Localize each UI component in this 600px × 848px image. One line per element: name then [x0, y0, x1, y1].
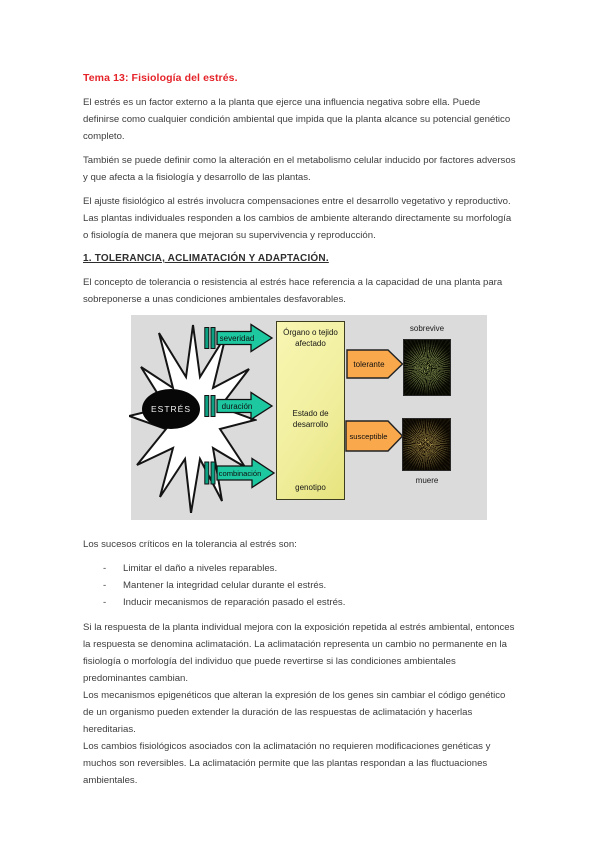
outcome-arrow-tolerante: tolerante: [346, 349, 404, 379]
plant-image-dies: [402, 418, 451, 471]
factor-arrow-duracion: duración: [204, 391, 274, 421]
paragraph: El ajuste fisiológico al estrés involucr…: [83, 196, 512, 241]
plant-state-box: Órgano o tejido afectado Estado de desar…: [276, 321, 345, 500]
list-item: - Limitar el daño a niveles reparables.: [83, 560, 518, 577]
starburst-icon: ESTRÉS: [129, 324, 257, 513]
box-label-stage: Estado de desarrollo: [292, 409, 329, 429]
outcome-arrow-label: tolerante: [353, 360, 385, 369]
list-intro: Los sucesos críticos en la tolerancia al…: [83, 539, 297, 550]
paragraph: Los mecanismos epigenéticos que alteran …: [83, 690, 506, 735]
section-heading: 1. TOLERANCIA, ACLIMATACIÓN Y ADAPTACIÓN…: [83, 253, 329, 264]
stress-figure: ESTRÉS severidad duración combinación: [129, 315, 487, 520]
list-item-text: Mantener la integridad celular durante e…: [123, 580, 327, 591]
paragraph: También se puede definir como la alterac…: [83, 155, 516, 183]
box-label-genotype: genotipo: [295, 483, 326, 492]
paragraph: El estrés es un factor externo a la plan…: [83, 97, 511, 142]
factor-arrow-severidad: severidad: [204, 323, 274, 353]
list-item-text: Inducir mecanismos de reparación pasado …: [123, 597, 346, 608]
paragraph: El concepto de tolerancia o resistencia …: [83, 277, 503, 305]
outcome-label-muere: muere: [415, 476, 439, 485]
box-label-organ: Órgano o tejido afectado: [283, 328, 338, 348]
page-content: Tema 13: Fisiología del estrés. El estré…: [83, 66, 518, 789]
list-item-text: Limitar el daño a niveles reparables.: [123, 563, 278, 574]
list-item: - Mantener la integridad celular durante…: [83, 577, 518, 594]
page-title: Tema 13: Fisiología del estrés.: [83, 72, 238, 84]
factor-arrow-label: combinación: [219, 469, 262, 478]
bullet-dash: -: [103, 563, 107, 574]
list-item: - Inducir mecanismos de reparación pasad…: [83, 594, 518, 611]
factor-arrow-label: severidad: [220, 334, 255, 343]
plant-image-survives: [403, 339, 451, 396]
paragraph: Los cambios fisiológicos asociados con l…: [83, 741, 491, 786]
factor-arrow-combinacion: combinación: [204, 457, 276, 489]
outcome-arrow-susceptible: susceptible: [345, 420, 404, 452]
outcome-label-sobrevive: sobrevive: [409, 324, 445, 333]
factor-arrow-label: duración: [222, 402, 253, 411]
stress-core-ellipse: [142, 389, 200, 429]
stress-core-label: ESTRÉS: [151, 404, 191, 414]
bullet-dash: -: [103, 597, 107, 608]
outcome-arrow-label: susceptible: [350, 432, 388, 441]
bullet-list: - Limitar el daño a niveles reparables. …: [83, 560, 518, 611]
bullet-dash: -: [103, 580, 107, 591]
paragraph: Si la respuesta de la planta individual …: [83, 622, 515, 684]
